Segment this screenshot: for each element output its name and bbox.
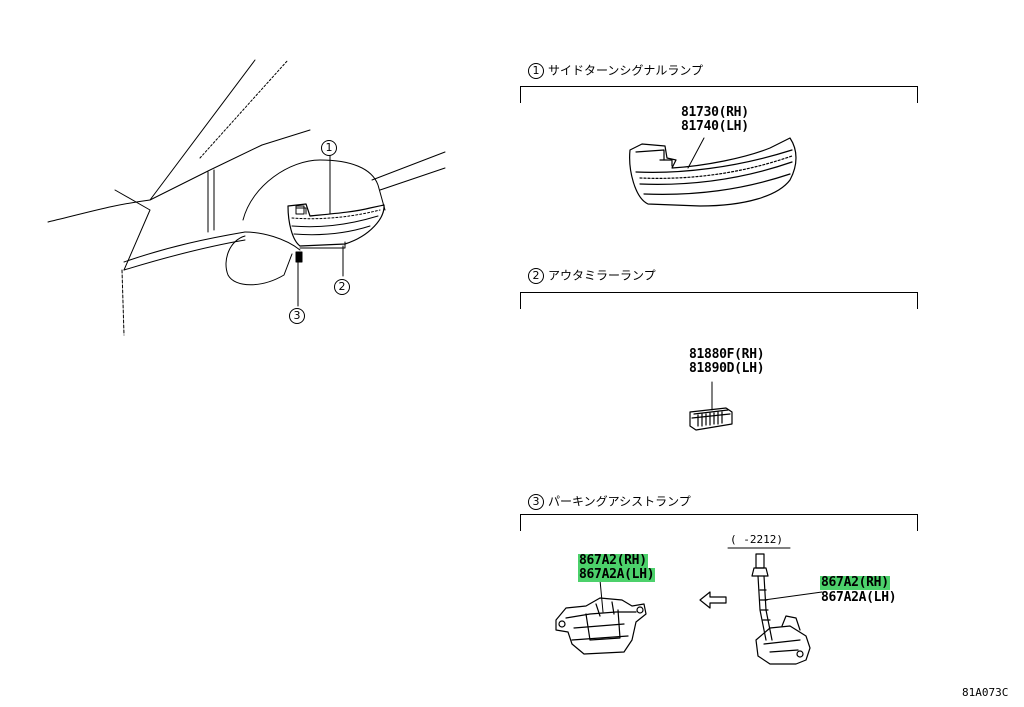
mirror-housing bbox=[225, 159, 386, 286]
section-1-number: 1 bbox=[528, 63, 544, 79]
callout-1: 1 bbox=[321, 140, 337, 156]
section-1-label: サイドターンシグナルランプ bbox=[548, 63, 704, 78]
section-1-bracket bbox=[520, 86, 918, 103]
left-arrow-outline-icon bbox=[699, 591, 727, 609]
section-2-label: アウタミラーランプ bbox=[548, 268, 656, 283]
section-3-title: 3 パーキングアシストランプ bbox=[528, 494, 691, 510]
parking-assist-lamp-new-drawing bbox=[555, 597, 647, 655]
part-number-867a2a-lh-new[interactable]: 867A2A(LH) bbox=[578, 567, 656, 582]
s3a-leader bbox=[599, 579, 604, 613]
part-number-867a2-rh-new[interactable]: 867A2(RH) bbox=[578, 553, 648, 568]
part-number-867a2a-lh-old[interactable]: 867A2A(LH) bbox=[821, 590, 897, 605]
section-3-number: 3 bbox=[528, 494, 544, 510]
part-number-81730-rh: 81730(RH) bbox=[681, 105, 749, 120]
section-2-title: 2 アウタミラーランプ bbox=[528, 268, 656, 284]
figure-code: 81A073C bbox=[962, 686, 1009, 699]
section-3-label: パーキングアシストランプ bbox=[548, 494, 691, 509]
part-number-81740-lh: 81740(LH) bbox=[681, 119, 749, 134]
callout-3: 3 bbox=[289, 308, 305, 324]
date-range-label: ( -2212) bbox=[730, 533, 783, 546]
callout-2: 2 bbox=[334, 279, 350, 295]
mirror-turn-signal bbox=[287, 203, 385, 263]
outer-mirror-lamp-drawing bbox=[689, 407, 733, 431]
section-3-bracket bbox=[520, 514, 918, 531]
section-1-title: 1 サイドターンシグナルランプ bbox=[528, 63, 703, 79]
section-2-number: 2 bbox=[528, 268, 544, 284]
s1-leader bbox=[687, 137, 705, 169]
s3b-leader bbox=[763, 591, 823, 601]
parking-assist-lamp-old-drawing bbox=[751, 553, 811, 665]
side-turn-signal-lamp-drawing bbox=[629, 137, 797, 207]
section-2-bracket bbox=[520, 292, 918, 309]
part-number-81890d-lh: 81890D(LH) bbox=[689, 361, 765, 376]
car-body-outline bbox=[47, 59, 446, 336]
part-number-867a2-rh-old[interactable]: 867A2(RH) bbox=[820, 575, 890, 590]
part-number-81880f-rh: 81880F(RH) bbox=[689, 347, 765, 362]
